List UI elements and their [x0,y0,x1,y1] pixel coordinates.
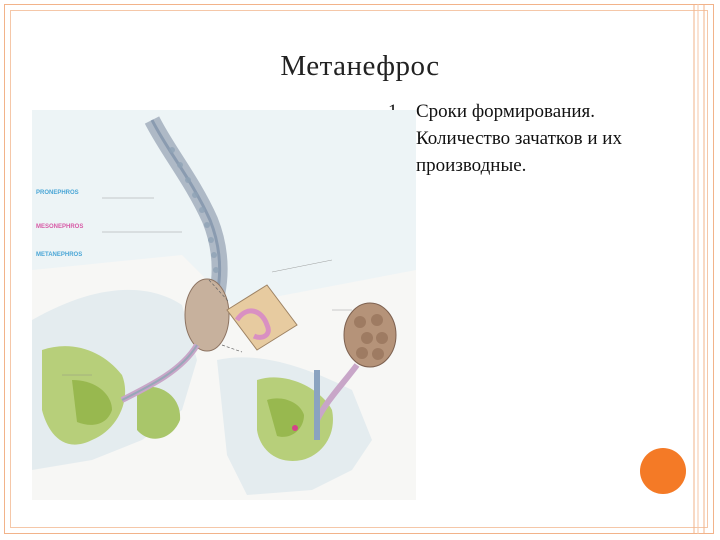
metanephros-label: METANEPHROS [36,252,82,258]
slide-frame-inner [10,10,708,528]
accent-circle [640,448,686,494]
point-item: 2. Количество зачатков и их производные. [388,125,688,179]
point-text: Сроки формирования. [416,101,596,122]
slide-title: Метанефрос [280,50,440,82]
right-border-lines [693,4,705,534]
slide-points: 1. Сроки формирования. 2. Количество зач… [388,98,688,179]
pronephros-label: PRONEPHROS [36,190,79,196]
slide-frame-outer [4,4,714,534]
figure-leader-lines [62,197,352,376]
figure-section-labels: PRONEPHROS MESONEPHROS METANEPHROS [36,190,83,258]
point-item: 1. Сроки формирования. [388,98,688,125]
point-text: Количество зачатков и их производные. [416,128,622,176]
kidney-development-figure: PRONEPHROS MESONEPHROS METANEPHROS [32,110,416,500]
mesonephros-label: MESONEPHROS [36,224,83,230]
